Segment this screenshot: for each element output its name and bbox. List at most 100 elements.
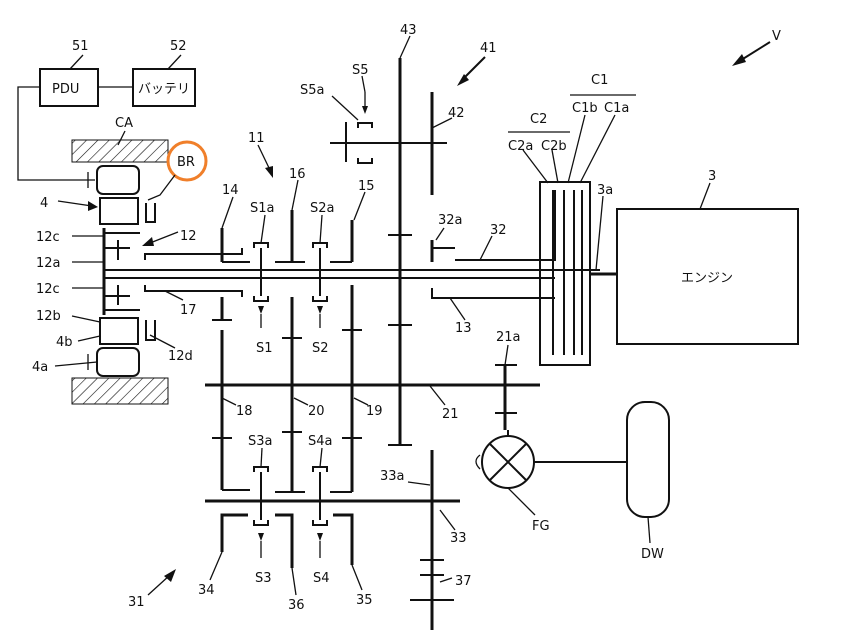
label-20: 20 <box>308 404 325 419</box>
leader-14 <box>221 196 234 229</box>
leader-c2b <box>551 149 559 184</box>
arrow-11-head <box>265 166 273 178</box>
leader-33 <box>439 509 456 531</box>
leader-c1a <box>579 114 616 184</box>
label-s3: S3 <box>255 571 272 586</box>
leader-4a <box>54 361 98 367</box>
label-s3a: S3a <box>248 434 273 449</box>
label-dw: DW <box>641 547 664 562</box>
label-15: 15 <box>358 179 375 194</box>
label-16: 16 <box>289 167 306 182</box>
sync-s1a-top <box>253 242 269 248</box>
leader-12d <box>149 334 176 349</box>
label-c1b: C1b <box>572 101 598 116</box>
label-s5: S5 <box>352 63 369 78</box>
arrow-41-head <box>457 74 469 86</box>
label-c2b: C2b <box>541 139 567 154</box>
label-32a: 32a <box>438 213 463 228</box>
br-highlight-circle <box>166 140 208 182</box>
arrow-11 <box>257 144 271 171</box>
sync-s4-arrow <box>317 533 323 541</box>
label-s2a: S2a <box>310 201 335 216</box>
leader-s2a <box>319 214 323 244</box>
leader-s5 <box>361 75 366 93</box>
label-35: 35 <box>356 593 373 608</box>
label-52: 52 <box>170 39 187 54</box>
leader-c2a <box>522 149 549 184</box>
battery-label: バッテリ <box>138 82 190 97</box>
label-51: 51 <box>72 39 89 54</box>
label-32: 32 <box>490 223 507 238</box>
label-17: 17 <box>180 303 197 318</box>
label-14: 14 <box>222 183 239 198</box>
arrow-12-head <box>142 237 154 246</box>
casing-bottom-hatch <box>71 377 169 405</box>
hollow-shaft-17 <box>144 285 243 297</box>
casing-top-hatch <box>71 139 169 163</box>
label-33a: 33a <box>380 469 405 484</box>
label-ca: CA <box>115 116 133 131</box>
leader-3a <box>595 195 604 271</box>
leader-21 <box>429 385 446 406</box>
sync-s2a-top <box>312 242 328 248</box>
leader-17 <box>164 290 184 301</box>
gear-34 <box>220 513 248 552</box>
leader-3 <box>699 182 711 210</box>
leader-37 <box>439 577 453 583</box>
label-4: 4 <box>40 196 48 211</box>
arrow-31-head <box>164 569 176 582</box>
label-41: 41 <box>480 41 497 56</box>
arrow-41 <box>461 56 486 81</box>
engine-label: エンジン <box>681 271 733 286</box>
leader-52 <box>167 54 182 70</box>
fg-cross-b <box>489 443 527 481</box>
label-12b: 12b <box>36 309 61 324</box>
label-33: 33 <box>450 531 467 546</box>
fg-stub <box>475 454 481 470</box>
label-4b: 4b <box>56 335 73 350</box>
sync-s4-bottom <box>312 520 328 526</box>
leader-35 <box>351 564 363 591</box>
motor-stator-top <box>96 165 140 195</box>
leader-br <box>147 174 176 201</box>
pdu-label: PDU <box>52 82 79 97</box>
leader-dw <box>647 516 651 544</box>
leader-c1b <box>567 114 586 184</box>
label-fg: FG <box>532 519 550 534</box>
label-c2: C2 <box>530 112 547 127</box>
leader-4b <box>77 335 101 342</box>
leader-fg <box>507 487 536 516</box>
label-s4a: S4a <box>308 434 333 449</box>
sync-s3a-top <box>253 466 269 472</box>
gear-13 <box>431 288 555 299</box>
sync-s5-lower <box>357 158 373 164</box>
leader-19 <box>353 397 369 406</box>
label-12: 12 <box>180 229 197 244</box>
leader-12b <box>71 315 101 323</box>
label-12c-top: 12c <box>36 230 60 245</box>
leader-20 <box>293 397 309 406</box>
label-c1a: C1a <box>604 101 629 116</box>
sync-s4a-top <box>312 466 328 472</box>
hollow-shaft-upper <box>144 248 243 260</box>
motor-stator-bottom <box>96 347 140 377</box>
sync-s2-arrow <box>317 306 323 314</box>
pdu-motor-wire <box>17 86 95 181</box>
brake-bottom <box>145 320 156 341</box>
arrow-31 <box>147 574 171 596</box>
leader-ca <box>117 130 126 146</box>
brake-top <box>145 203 156 223</box>
label-21: 21 <box>442 407 459 422</box>
label-12a: 12a <box>36 256 61 271</box>
label-12c-mid: 12c <box>36 282 60 297</box>
sync-s5-arrow <box>362 106 368 114</box>
label-s2: S2 <box>312 341 329 356</box>
leader-s4a <box>319 447 323 468</box>
label-42: 42 <box>448 106 465 121</box>
leader-36 <box>291 567 297 596</box>
label-c2a: C2a <box>508 139 533 154</box>
leader-32a <box>435 227 445 241</box>
label-18: 18 <box>236 404 253 419</box>
leader-51 <box>69 54 84 70</box>
label-v: V <box>772 29 781 44</box>
